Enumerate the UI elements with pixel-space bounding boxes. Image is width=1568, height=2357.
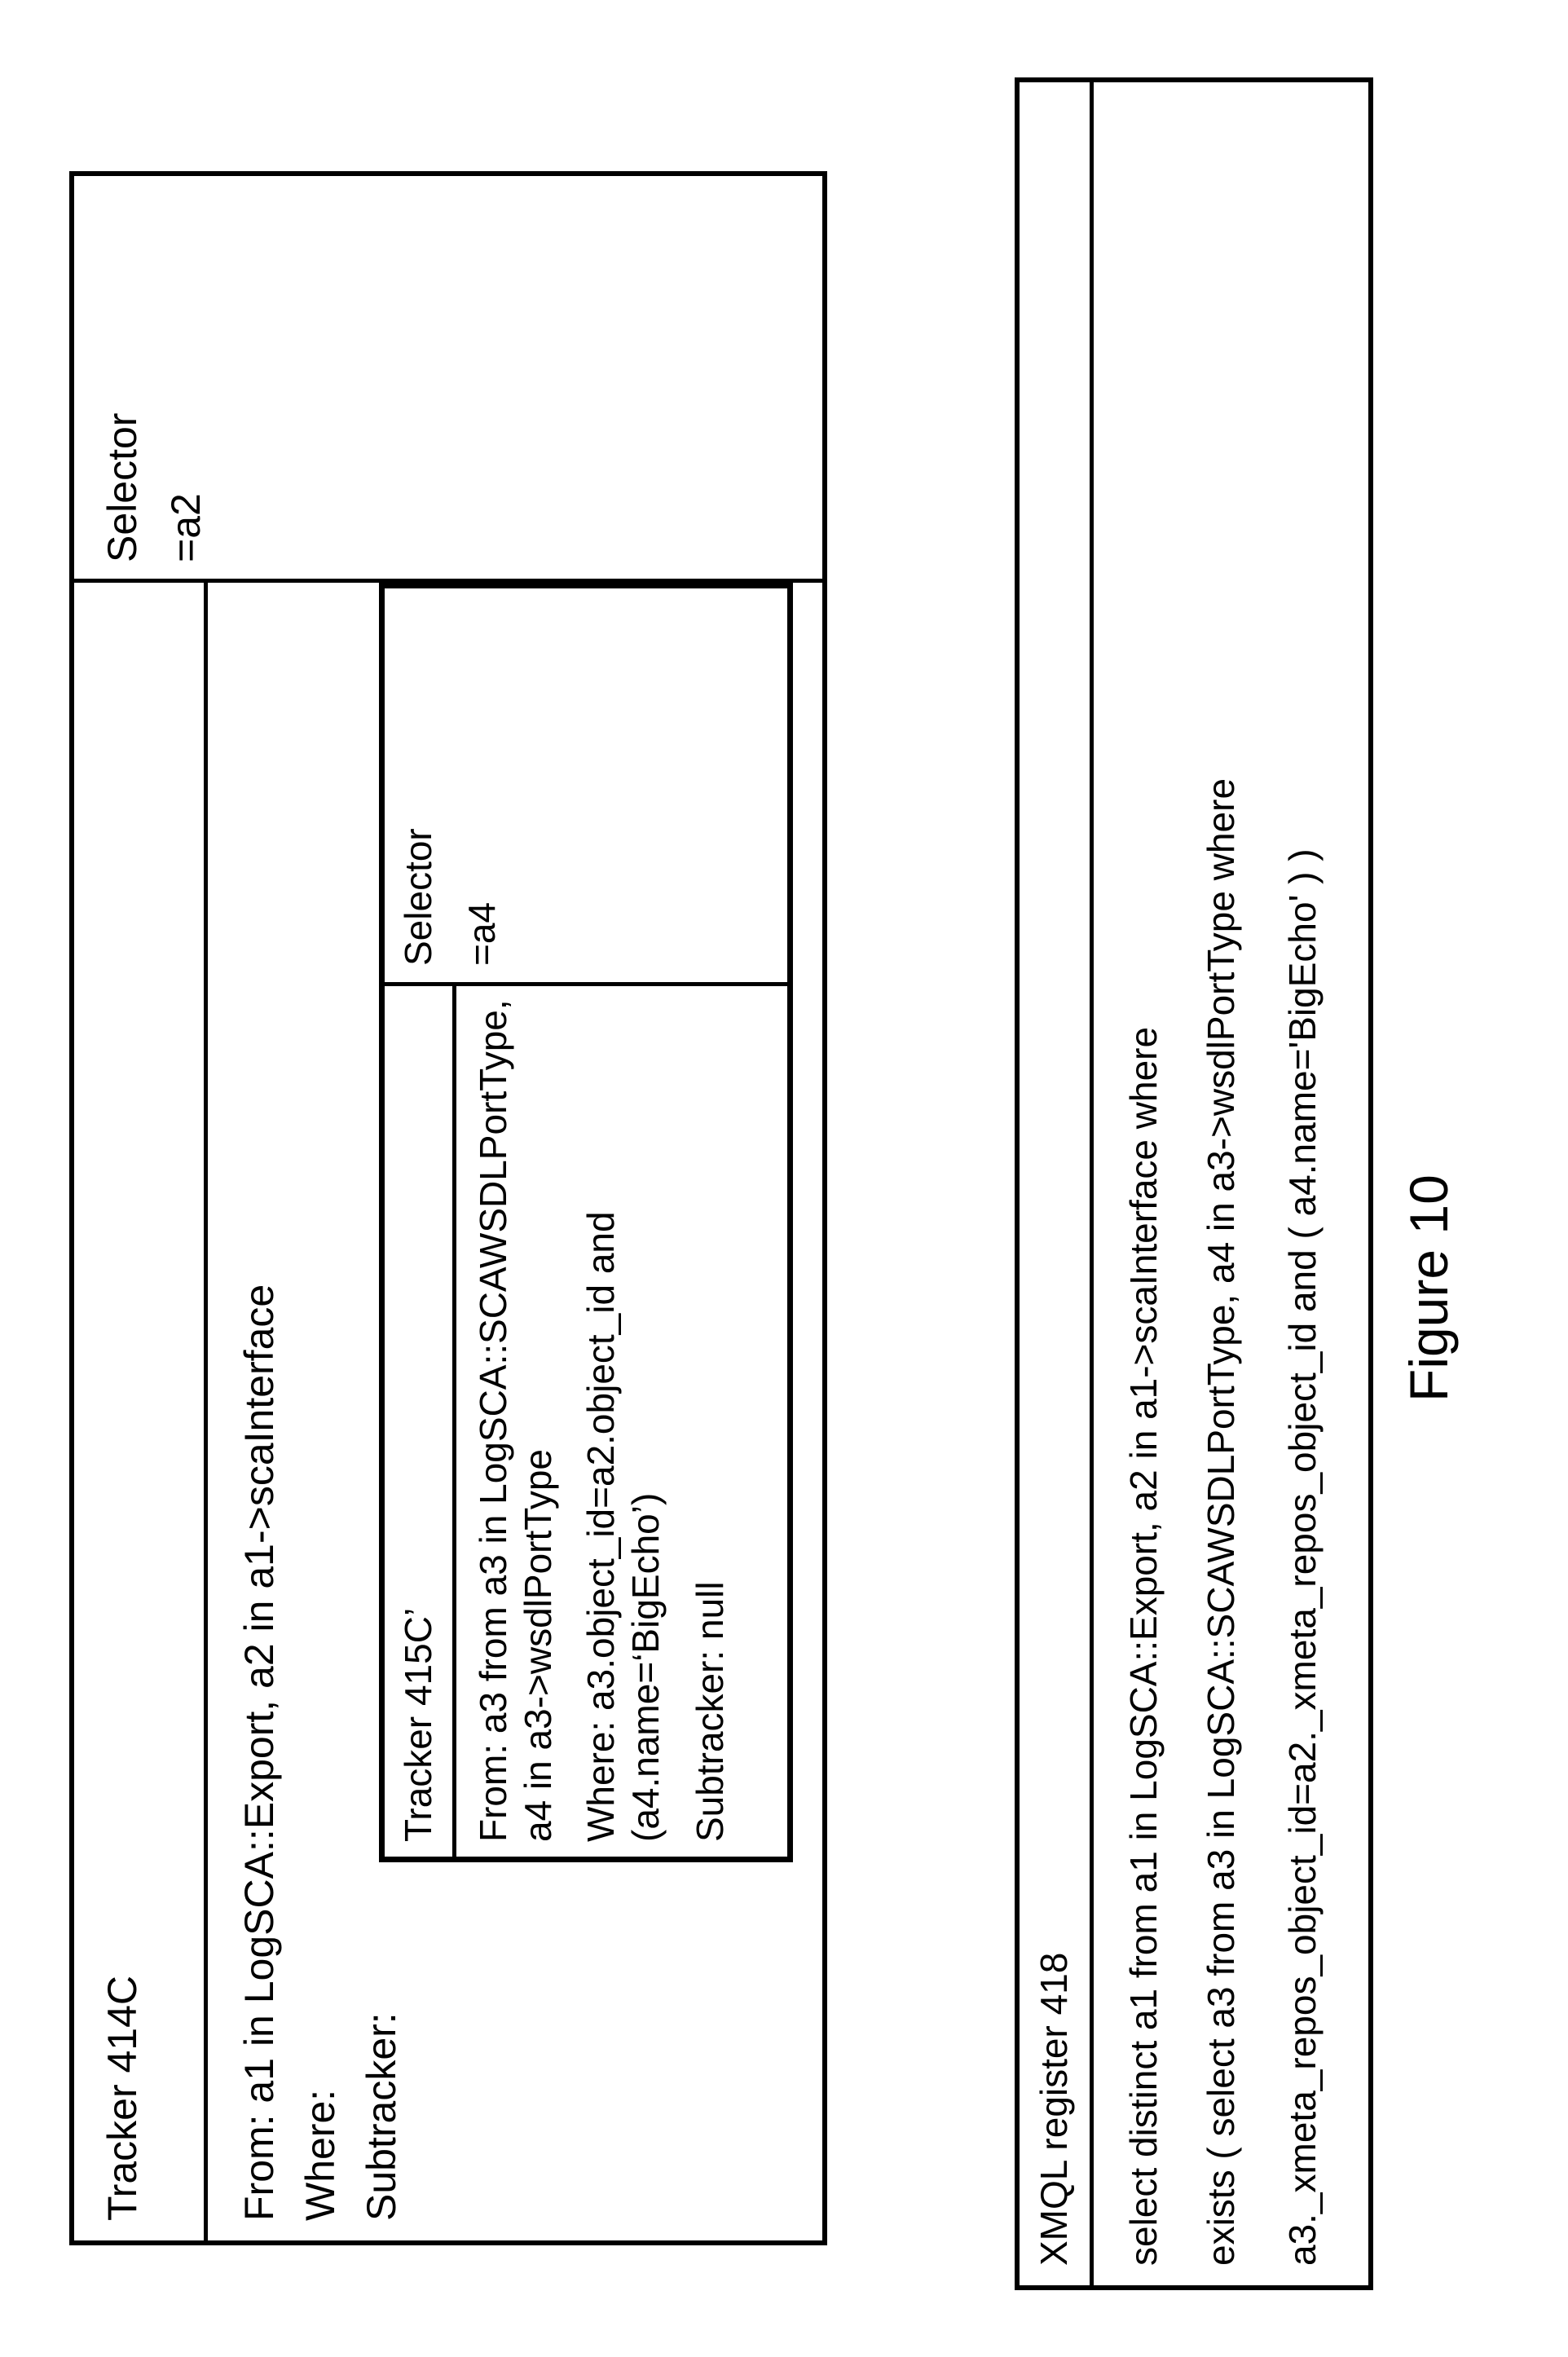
tracker-414c-where: Where:	[297, 2089, 343, 2221]
xmql-line: select distinct a1 from a1 in LogSCA::Ex…	[1122, 1026, 1165, 2266]
figure-caption: Figure 10	[1398, 1174, 1459, 1402]
tracker-414c-subtracker: Subtracker:	[359, 2012, 404, 2221]
tracker-415c-selector-divider	[379, 982, 793, 986]
tracker-415c: Tracker 415C’ From: a3 from a3 in LogSCA…	[379, 583, 793, 1862]
tracker-415c-where: Where: a3.object_id=a2.object_id and (a4…	[579, 1211, 667, 1842]
tracker-415c-title: Tracker 415C’	[397, 1607, 439, 1842]
tracker-414c-from: From: a1 in LogSCA::Export, a2 in a1->sc…	[236, 1284, 282, 2221]
tracker-415c-subtracker: Subtracker: null	[689, 1581, 731, 1842]
tracker-415c-selector-label: Selector	[397, 828, 439, 966]
tracker-414c-selector-value: =a2	[163, 493, 209, 562]
figure-caption-container: Figure 10	[1398, 1076, 1475, 1402]
tracker-414c: Tracker 414C From: a1 in LogSCA::Export,…	[69, 171, 827, 2245]
xmql-register-title: XMQL register 418	[1033, 1952, 1075, 2266]
tracker-414c-title: Tracker 414C	[99, 1975, 145, 2221]
tracker-414c-selector-label: Selector	[99, 412, 145, 562]
tracker-414c-title-divider	[204, 583, 208, 2245]
xmql-line: exists ( select a3 from a3 in LogSCA::SC…	[1200, 778, 1242, 2266]
tracker-415c-selector-value: =a4	[460, 901, 503, 966]
xmql-register-418: XMQL register 418 select distinct a1 fro…	[1015, 77, 1373, 2290]
xmql-register-title-divider	[1090, 77, 1094, 2290]
tracker-415c-title-divider	[452, 986, 456, 1862]
tracker-415c-from: From: a3 from a3 in LogSCA::SCAWSDLPortT…	[472, 999, 560, 1842]
xmql-line: a3._xmeta_repos_object_id=a2._xmeta_repo…	[1281, 848, 1324, 2266]
